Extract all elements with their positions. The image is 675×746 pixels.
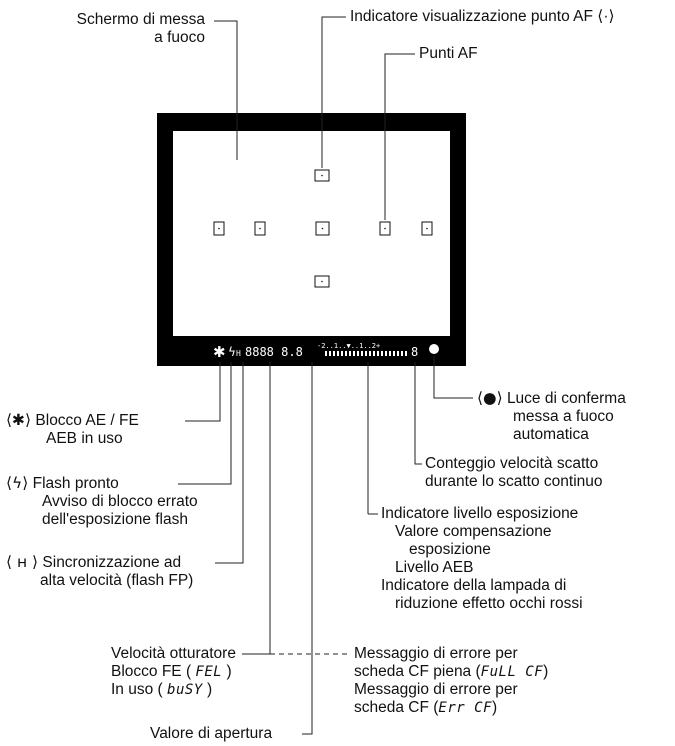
label-shutter-speed: Velocità otturatore Blocco FE ( FEL ) In…: [111, 645, 251, 699]
label-burst-count: Conteggio velocità scatto durante lo sca…: [425, 455, 665, 491]
label-exposure-line5: Indicatore della lampada di: [381, 577, 567, 594]
paren-close: ): [543, 663, 549, 680]
label-af-points: Punti AF: [419, 45, 478, 62]
label-focus-confirm-line2: messa a fuoco: [513, 408, 614, 425]
focus-confirm-light: [429, 344, 439, 354]
label-card-err-line2: scheda CF (: [354, 699, 439, 716]
label-focus-confirm-line3: automatica: [513, 426, 589, 443]
ae-lock-icon: ✱: [213, 343, 226, 361]
label-focus-confirm: ⟨●⟩ Luce di conferma messa a fuoco autom…: [477, 389, 667, 444]
exposure-scale-numbers: -2..1..▼..1..2+: [317, 342, 380, 350]
exposure-level-bars: [325, 351, 407, 356]
label-focus-confirm-line1: Luce di conferma: [506, 390, 626, 407]
label-burst-line2: durante lo scatto continuo: [425, 473, 603, 490]
label-busy: In uso (: [111, 681, 163, 698]
label-ae-lock: ⟨✱⟩ Blocco AE / FE AEB in uso: [6, 411, 186, 448]
label-ae-lock-line2: AEB in uso: [46, 430, 123, 447]
label-card-full-line1: Messaggio di errore per: [354, 645, 518, 662]
label-flash-line3: dell'esposizione flash: [42, 511, 188, 528]
label-exposure-level: Indicatore livello esposizione Valore co…: [381, 505, 666, 613]
label-exposure-line2: Valore compensazione: [395, 523, 552, 540]
label-exposure-line1: Indicatore livello esposizione: [381, 505, 579, 522]
fel-segment-text: FEL: [195, 664, 223, 680]
full-cf-segment-text: FuLL CF: [480, 664, 544, 680]
hsync-symbol: ⟨ ʜ ⟩: [6, 553, 39, 571]
burst-digit: 8: [411, 345, 418, 359]
hsync-icon: H: [236, 349, 241, 358]
label-card-err-line1: Messaggio di errore per: [354, 681, 518, 698]
label-card-full-line2: scheda CF piena (: [354, 663, 481, 680]
label-fe-lock: Blocco FE (: [111, 663, 192, 680]
leader-lines: [178, 16, 473, 735]
label-flash-ready: ⟨ϟ⟩ Flash pronto Avviso di blocco errato…: [6, 474, 236, 529]
label-flash-line1: Flash pronto: [32, 475, 119, 492]
paren-close: ): [492, 699, 498, 716]
label-burst-line1: Conteggio velocità scatto: [425, 455, 599, 472]
label-exposure-line6: riduzione effetto occhi rossi: [395, 595, 583, 612]
label-ae-lock-line1: Blocco AE / FE: [35, 412, 139, 429]
paren-close: ): [207, 681, 213, 698]
label-shutter-line1: Velocità otturatore: [111, 645, 236, 662]
flash-symbol: ⟨ϟ⟩: [6, 474, 29, 492]
flash-icon: ϟ: [228, 345, 236, 359]
af-point-dots: [218, 174, 428, 283]
ae-lock-symbol: ⟨✱⟩: [6, 411, 32, 429]
label-aperture: Valore di apertura: [150, 725, 273, 742]
label-focusing-screen: Schermo di messa a fuoco: [33, 11, 205, 47]
label-flash-line2: Avviso di blocco errato: [42, 493, 198, 510]
err-cf-segment-text: Err CF: [438, 700, 492, 716]
focus-confirm-symbol: ⟨●⟩: [477, 389, 503, 407]
label-hsync-line2: alta velocità (flash FP): [40, 572, 194, 589]
label-exposure-line4: Livello AEB: [395, 559, 474, 576]
label-hsync-line1: Sincronizzazione ad: [42, 554, 182, 571]
label-exposure-line3: esposizione: [409, 541, 491, 558]
shutter-aperture-digits: 8888 8.8: [245, 345, 303, 359]
label-high-speed-sync: ⟨ ʜ ⟩ Sincronizzazione ad alta velocità …: [6, 553, 236, 590]
label-focusing-screen-line1: Schermo di messa: [76, 11, 205, 28]
label-focusing-screen-line2: a fuoco: [154, 29, 205, 46]
label-af-point-display: Indicatore visualizzazione punto AF ⟨·⟩: [350, 8, 615, 25]
label-card-errors: Messaggio di errore per scheda CF piena …: [354, 645, 654, 717]
paren-close: ): [226, 663, 232, 680]
busy-segment-text: buSY: [167, 682, 203, 698]
